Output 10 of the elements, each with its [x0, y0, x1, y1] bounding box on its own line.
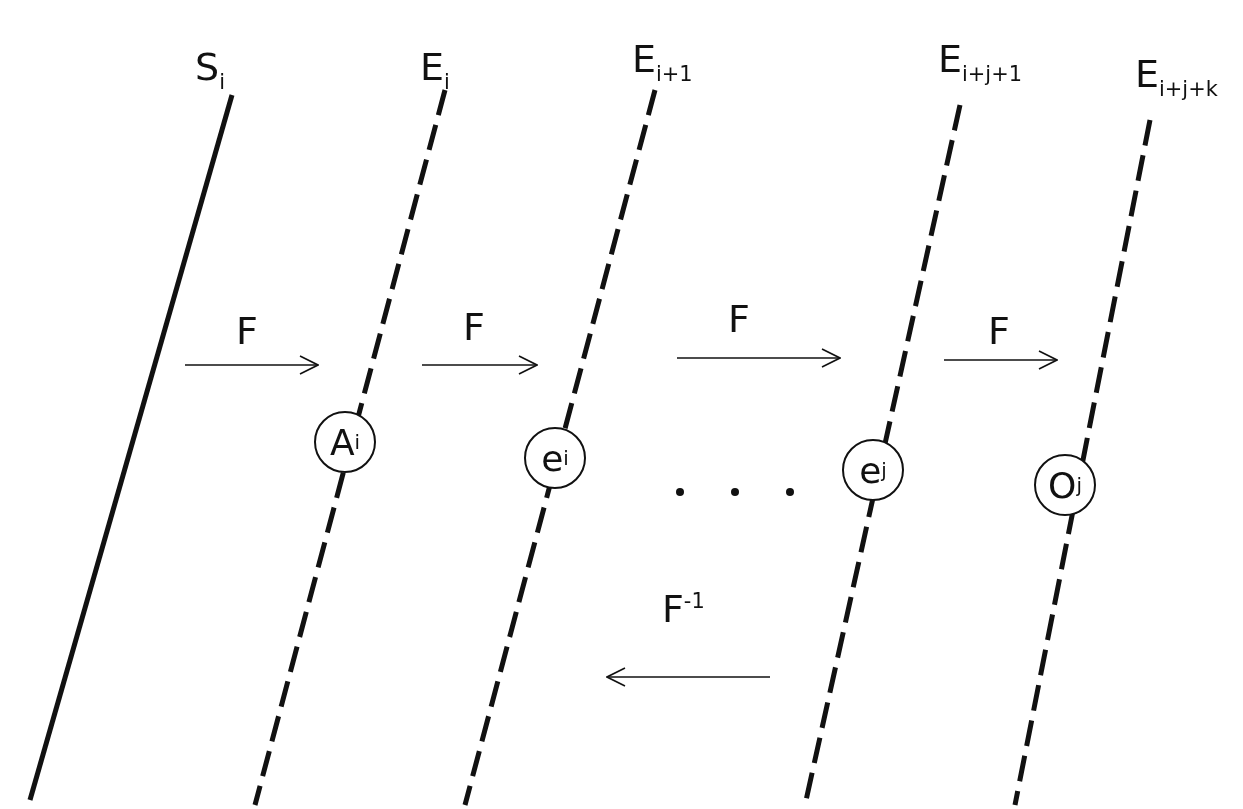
map-label: F	[728, 300, 750, 338]
line-label: E$_{i+1}$	[632, 40, 693, 85]
map-label: F	[236, 312, 258, 350]
line-label: S$_{i}$	[195, 48, 225, 93]
line-label: E$_{i+j+1}$	[938, 40, 1022, 85]
line-label: E$_{i+j+k}$	[1135, 55, 1218, 100]
map-label: F$^{-1}$	[662, 590, 705, 628]
line-label: E$_{i}$	[420, 48, 450, 93]
map-label: F	[463, 308, 485, 346]
map-label: F	[988, 312, 1010, 350]
